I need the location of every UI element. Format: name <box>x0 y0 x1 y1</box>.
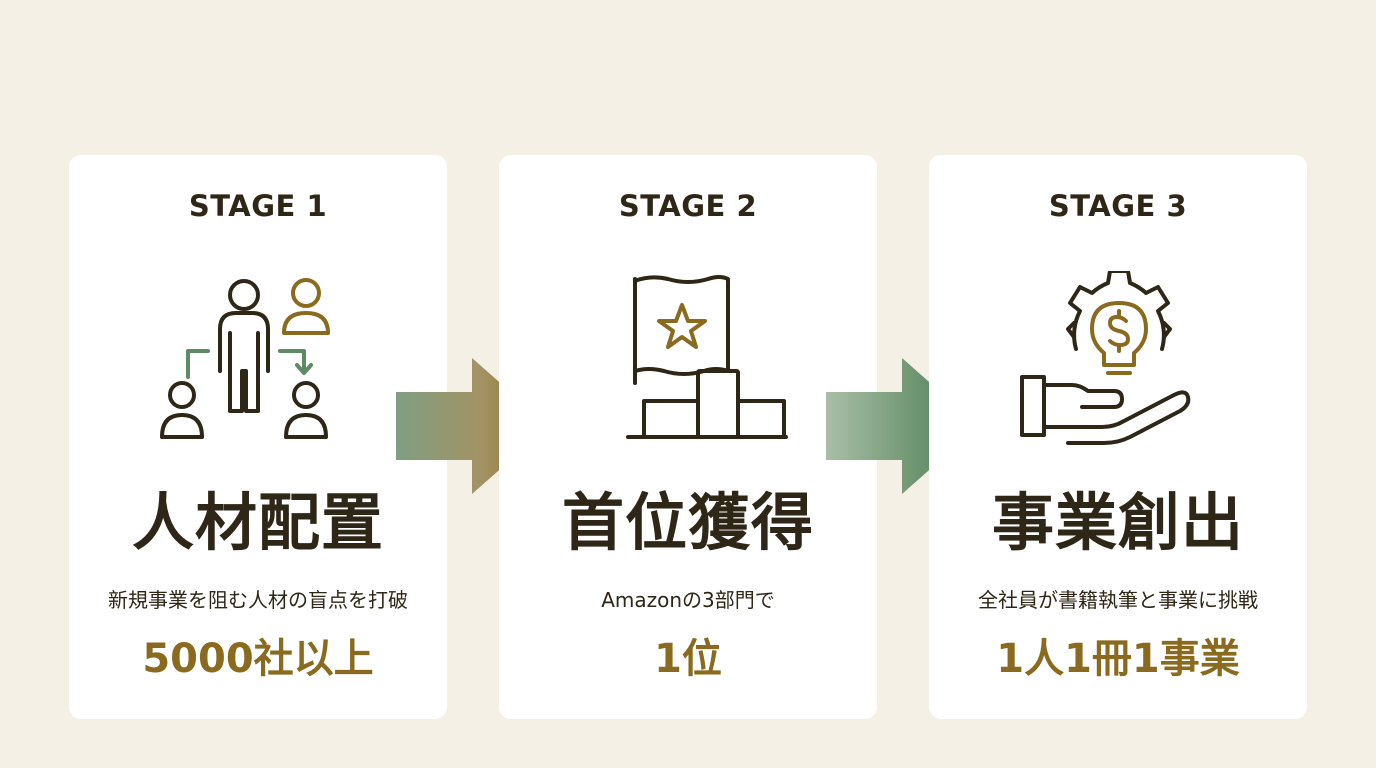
arrow-right-icon <box>826 358 981 494</box>
arrow-right-icon <box>396 358 551 494</box>
people-reassignment-icon <box>158 271 358 451</box>
stage-description: 新規事業を阻む人材の盲点を打破 <box>108 588 408 612</box>
flag-podium-icon <box>588 271 788 451</box>
stage-title: 人材配置 <box>131 486 384 559</box>
stage-description: Amazonの3部門で <box>601 588 775 612</box>
stage-label: STAGE 1 <box>188 189 328 223</box>
stage-card-1: STAGE 1 <box>69 155 447 719</box>
stage-label: STAGE 3 <box>1048 189 1188 223</box>
stage-title: 首位獲得 <box>561 486 814 559</box>
stage-highlight: 1位 <box>654 636 722 682</box>
stage-card-3: STAGE 3 事業創出 全社員が書籍執筆と事業に挑戦 <box>929 155 1307 719</box>
stage-label: STAGE 2 <box>618 189 758 223</box>
stage-card-2: STAGE 2 首位獲得 Amazonの3部門で 1位 <box>499 155 877 719</box>
hand-lightbulb-gear-icon <box>1018 271 1218 451</box>
stage-highlight: 5000社以上 <box>142 636 374 682</box>
stage-description: 全社員が書籍執筆と事業に挑戦 <box>978 588 1258 612</box>
stage-highlight: 1人1冊1事業 <box>996 636 1240 682</box>
stage-title: 事業創出 <box>991 486 1244 559</box>
